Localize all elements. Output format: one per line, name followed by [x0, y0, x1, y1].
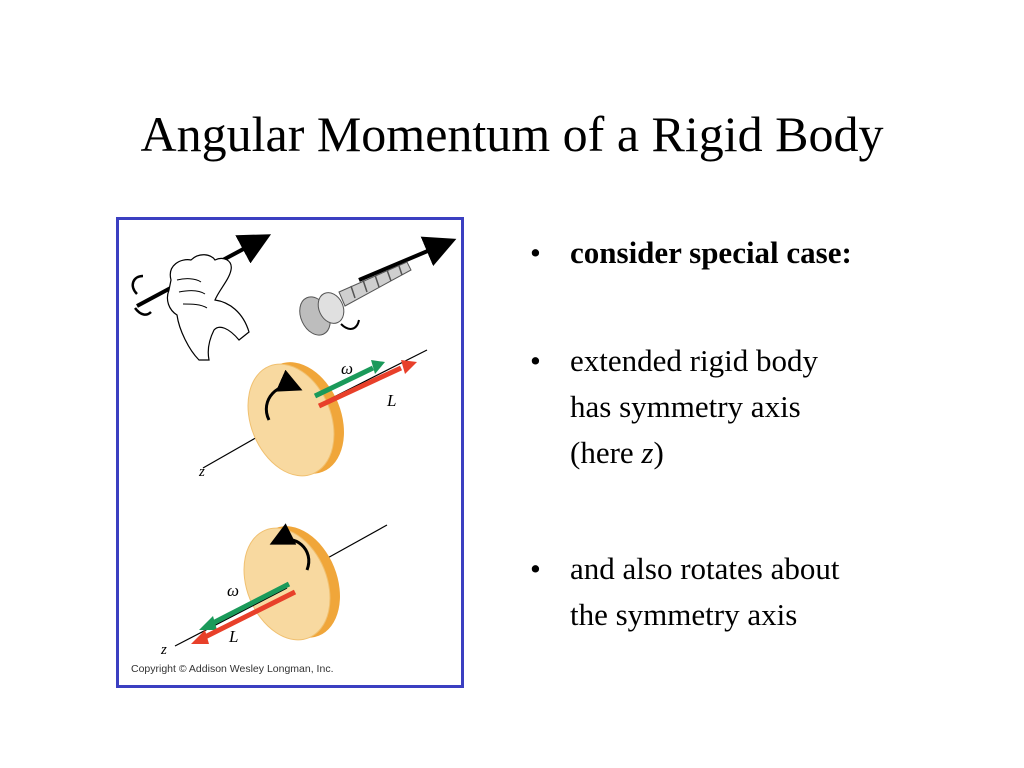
L-label-bottom: L: [228, 627, 238, 646]
bullet-line: has symmetry axis: [570, 389, 801, 424]
disk-top: [202, 349, 428, 477]
rotation-diagram: ω L z ω L z: [131, 234, 457, 658]
right-hand-icon: [131, 234, 272, 361]
bullet-line: and also rotates about: [570, 551, 840, 586]
omega-label-top: ω: [341, 359, 353, 378]
figure-copyright: Copyright © Addison Wesley Longman, Inc.: [131, 663, 334, 675]
screw-icon: [299, 236, 457, 336]
bullet-line: the symmetry axis: [570, 597, 798, 632]
bullet-line: extended rigid body: [570, 343, 818, 378]
bullet-text: extended rigid body has symmetry axis (h…: [570, 338, 990, 476]
bullet-line-suffix: ): [653, 435, 664, 470]
disk-bottom: [174, 523, 388, 647]
z-label-top: z: [198, 464, 205, 480]
z-label-bottom: z: [160, 642, 167, 658]
bullet-dot: •: [530, 235, 541, 270]
bullet-text: and also rotates about the symmetry axis: [570, 546, 990, 638]
bullet-dot: •: [530, 551, 541, 586]
L-label-top: L: [386, 391, 396, 410]
bullet-dot: •: [530, 343, 541, 378]
bullet-text: consider special case:: [570, 235, 852, 270]
right-hand-rule-figure: ω L z ω L z Copyright © Addison Wesley L…: [116, 217, 464, 688]
axis-variable: z: [641, 435, 654, 470]
omega-label-bottom: ω: [227, 581, 239, 600]
bullet-line-prefix: (here: [570, 435, 642, 470]
slide-title: Angular Momentum of a Rigid Body: [140, 106, 884, 162]
